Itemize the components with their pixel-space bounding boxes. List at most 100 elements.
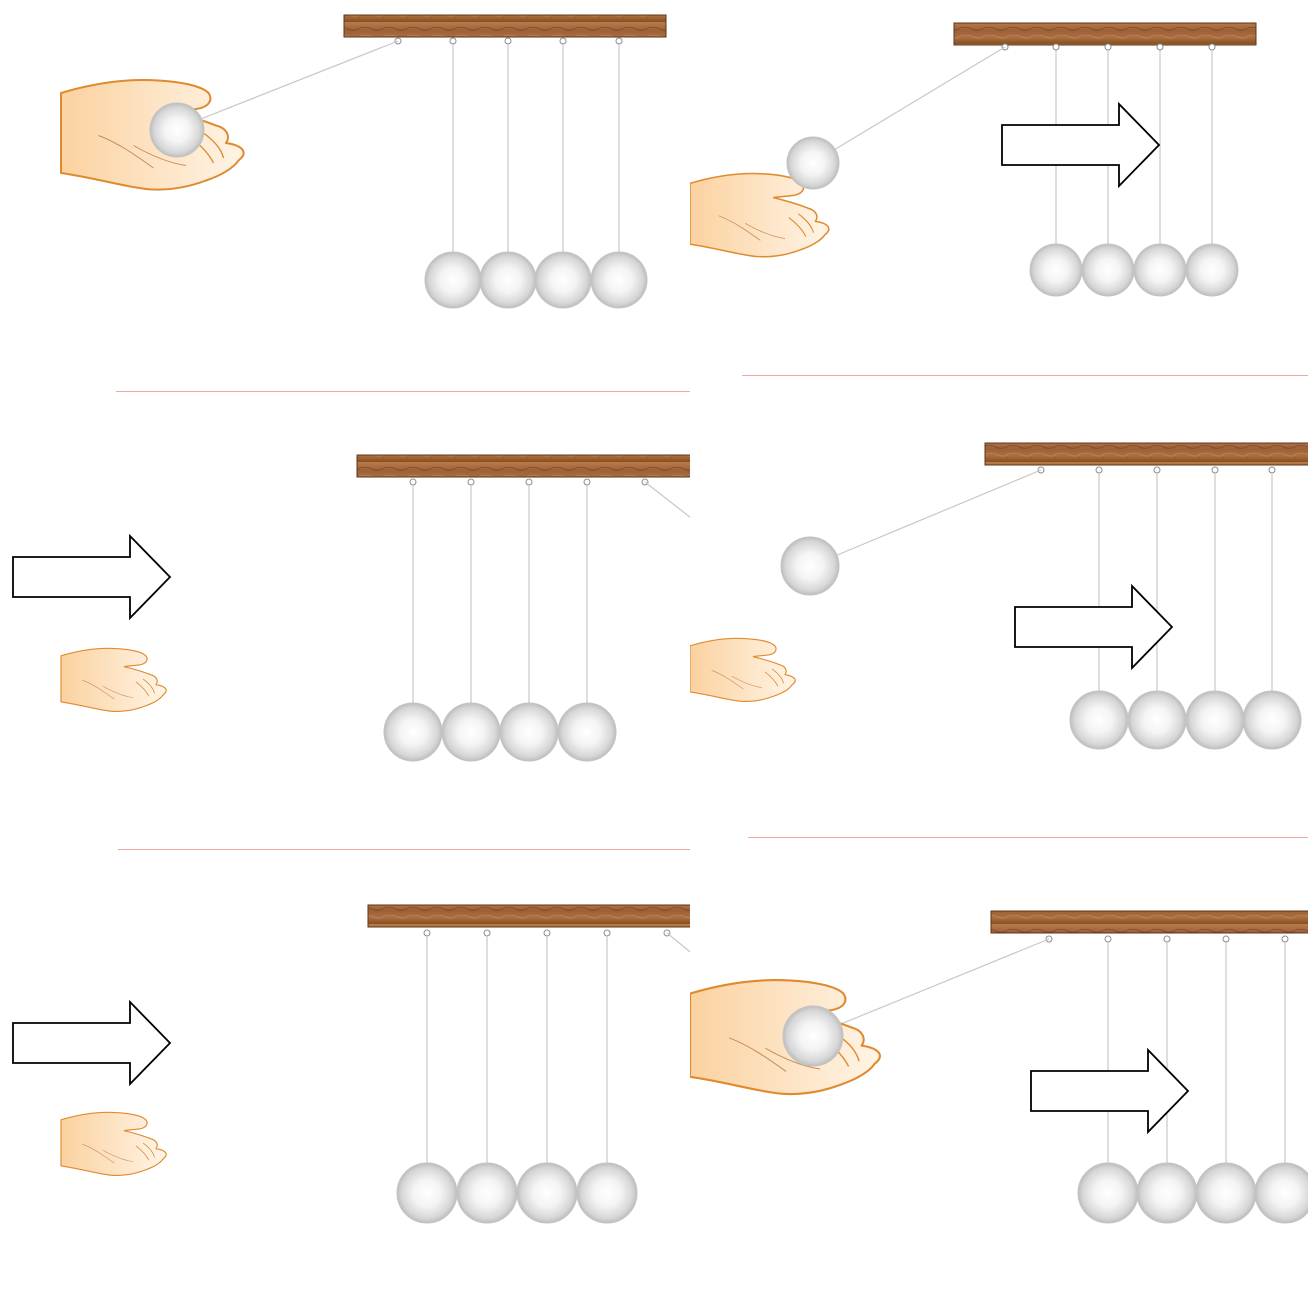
palm-crease: [98, 135, 154, 169]
hand-shape: [60, 1111, 167, 1177]
panel-3: [12, 454, 690, 762]
hook-ring: [1163, 935, 1171, 943]
right-arrow-icon: [12, 533, 172, 621]
hand-icon: [690, 172, 830, 258]
hand-icon: [60, 1111, 167, 1177]
ball: [1136, 1162, 1198, 1224]
ball: [1029, 243, 1083, 297]
ball: [456, 1162, 518, 1224]
palm-crease: [82, 1144, 115, 1164]
hook-ring: [1281, 935, 1289, 943]
hook-ring: [467, 478, 475, 486]
ball: [516, 1162, 578, 1224]
wooden-bar: [356, 454, 690, 478]
palm-crease: [711, 670, 744, 690]
palm-crease: [765, 1047, 821, 1070]
hand-icon: [60, 647, 167, 713]
hook-ring: [1153, 466, 1161, 474]
string: [666, 932, 690, 953]
ball: [590, 251, 648, 309]
separator-line: [748, 837, 1308, 838]
separator-line: [116, 391, 690, 392]
wooden-bar: [367, 904, 690, 928]
ball: [1081, 243, 1135, 297]
finger-line: [142, 1142, 155, 1158]
palm-crease: [102, 1149, 134, 1162]
ball: [786, 136, 840, 190]
panel-5: [12, 904, 690, 1224]
hook-ring: [449, 37, 457, 45]
panel-2: [690, 22, 1257, 297]
hook-ring: [1268, 466, 1276, 474]
ball: [441, 702, 501, 762]
palm-crease: [728, 1037, 787, 1073]
hook-ring: [583, 478, 591, 486]
finger-line: [788, 217, 807, 237]
hook-ring: [1156, 43, 1164, 51]
right-arrow-icon: [1014, 583, 1174, 671]
panel-6: [690, 910, 1308, 1224]
right-arrow-icon: [12, 999, 172, 1087]
hook-ring: [1095, 466, 1103, 474]
ball: [780, 536, 840, 596]
string: [813, 46, 1006, 163]
hook-ring: [615, 37, 623, 45]
hook-ring: [543, 929, 551, 937]
ball: [1069, 690, 1129, 750]
hook-ring: [1104, 43, 1112, 51]
ball: [1133, 243, 1187, 297]
hook-ring: [1222, 935, 1230, 943]
finger-line: [203, 132, 225, 159]
hook-ring: [603, 929, 611, 937]
ball: [534, 251, 592, 309]
ball: [557, 702, 617, 762]
ball: [1195, 1162, 1257, 1224]
hook-ring: [1104, 935, 1112, 943]
ball: [499, 702, 559, 762]
ball: [1077, 1162, 1139, 1224]
wooden-bar: [953, 22, 1257, 46]
finger-line: [135, 1145, 150, 1161]
hook-ring: [409, 478, 417, 486]
palm-crease: [718, 215, 761, 241]
ball: [1242, 690, 1302, 750]
palm-crease: [82, 680, 115, 700]
palm-crease: [731, 675, 763, 688]
panel-4: [690, 442, 1308, 750]
palm-crease: [744, 222, 786, 239]
finger-line: [797, 213, 815, 233]
wooden-bar: [984, 442, 1308, 466]
string: [177, 40, 399, 129]
separator-line: [118, 849, 690, 850]
hook-ring: [483, 929, 491, 937]
finger-line: [771, 668, 784, 684]
hand-shape: [690, 637, 796, 703]
finger-line: [764, 671, 779, 687]
hand-shape: [60, 647, 167, 713]
ball: [383, 702, 443, 762]
hook-ring: [1052, 43, 1060, 51]
ball: [149, 102, 205, 158]
string: [810, 469, 1042, 567]
string: [813, 938, 1050, 1036]
ball: [479, 251, 537, 309]
ball: [396, 1162, 458, 1224]
hook-ring: [504, 37, 512, 45]
finger-line: [135, 681, 150, 697]
palm-crease: [102, 685, 134, 698]
ball: [1185, 243, 1239, 297]
finger-line: [142, 678, 155, 694]
panel-1: [60, 14, 667, 309]
wooden-bar: [990, 910, 1308, 934]
right-arrow-icon: [1030, 1047, 1190, 1135]
ball: [1254, 1162, 1308, 1224]
right-arrow-icon: [1001, 101, 1161, 189]
hook-ring: [423, 929, 431, 937]
hook-ring: [1211, 466, 1219, 474]
ball: [576, 1162, 638, 1224]
hook-ring: [559, 37, 567, 45]
ball: [1127, 690, 1187, 750]
hook-ring: [525, 478, 533, 486]
